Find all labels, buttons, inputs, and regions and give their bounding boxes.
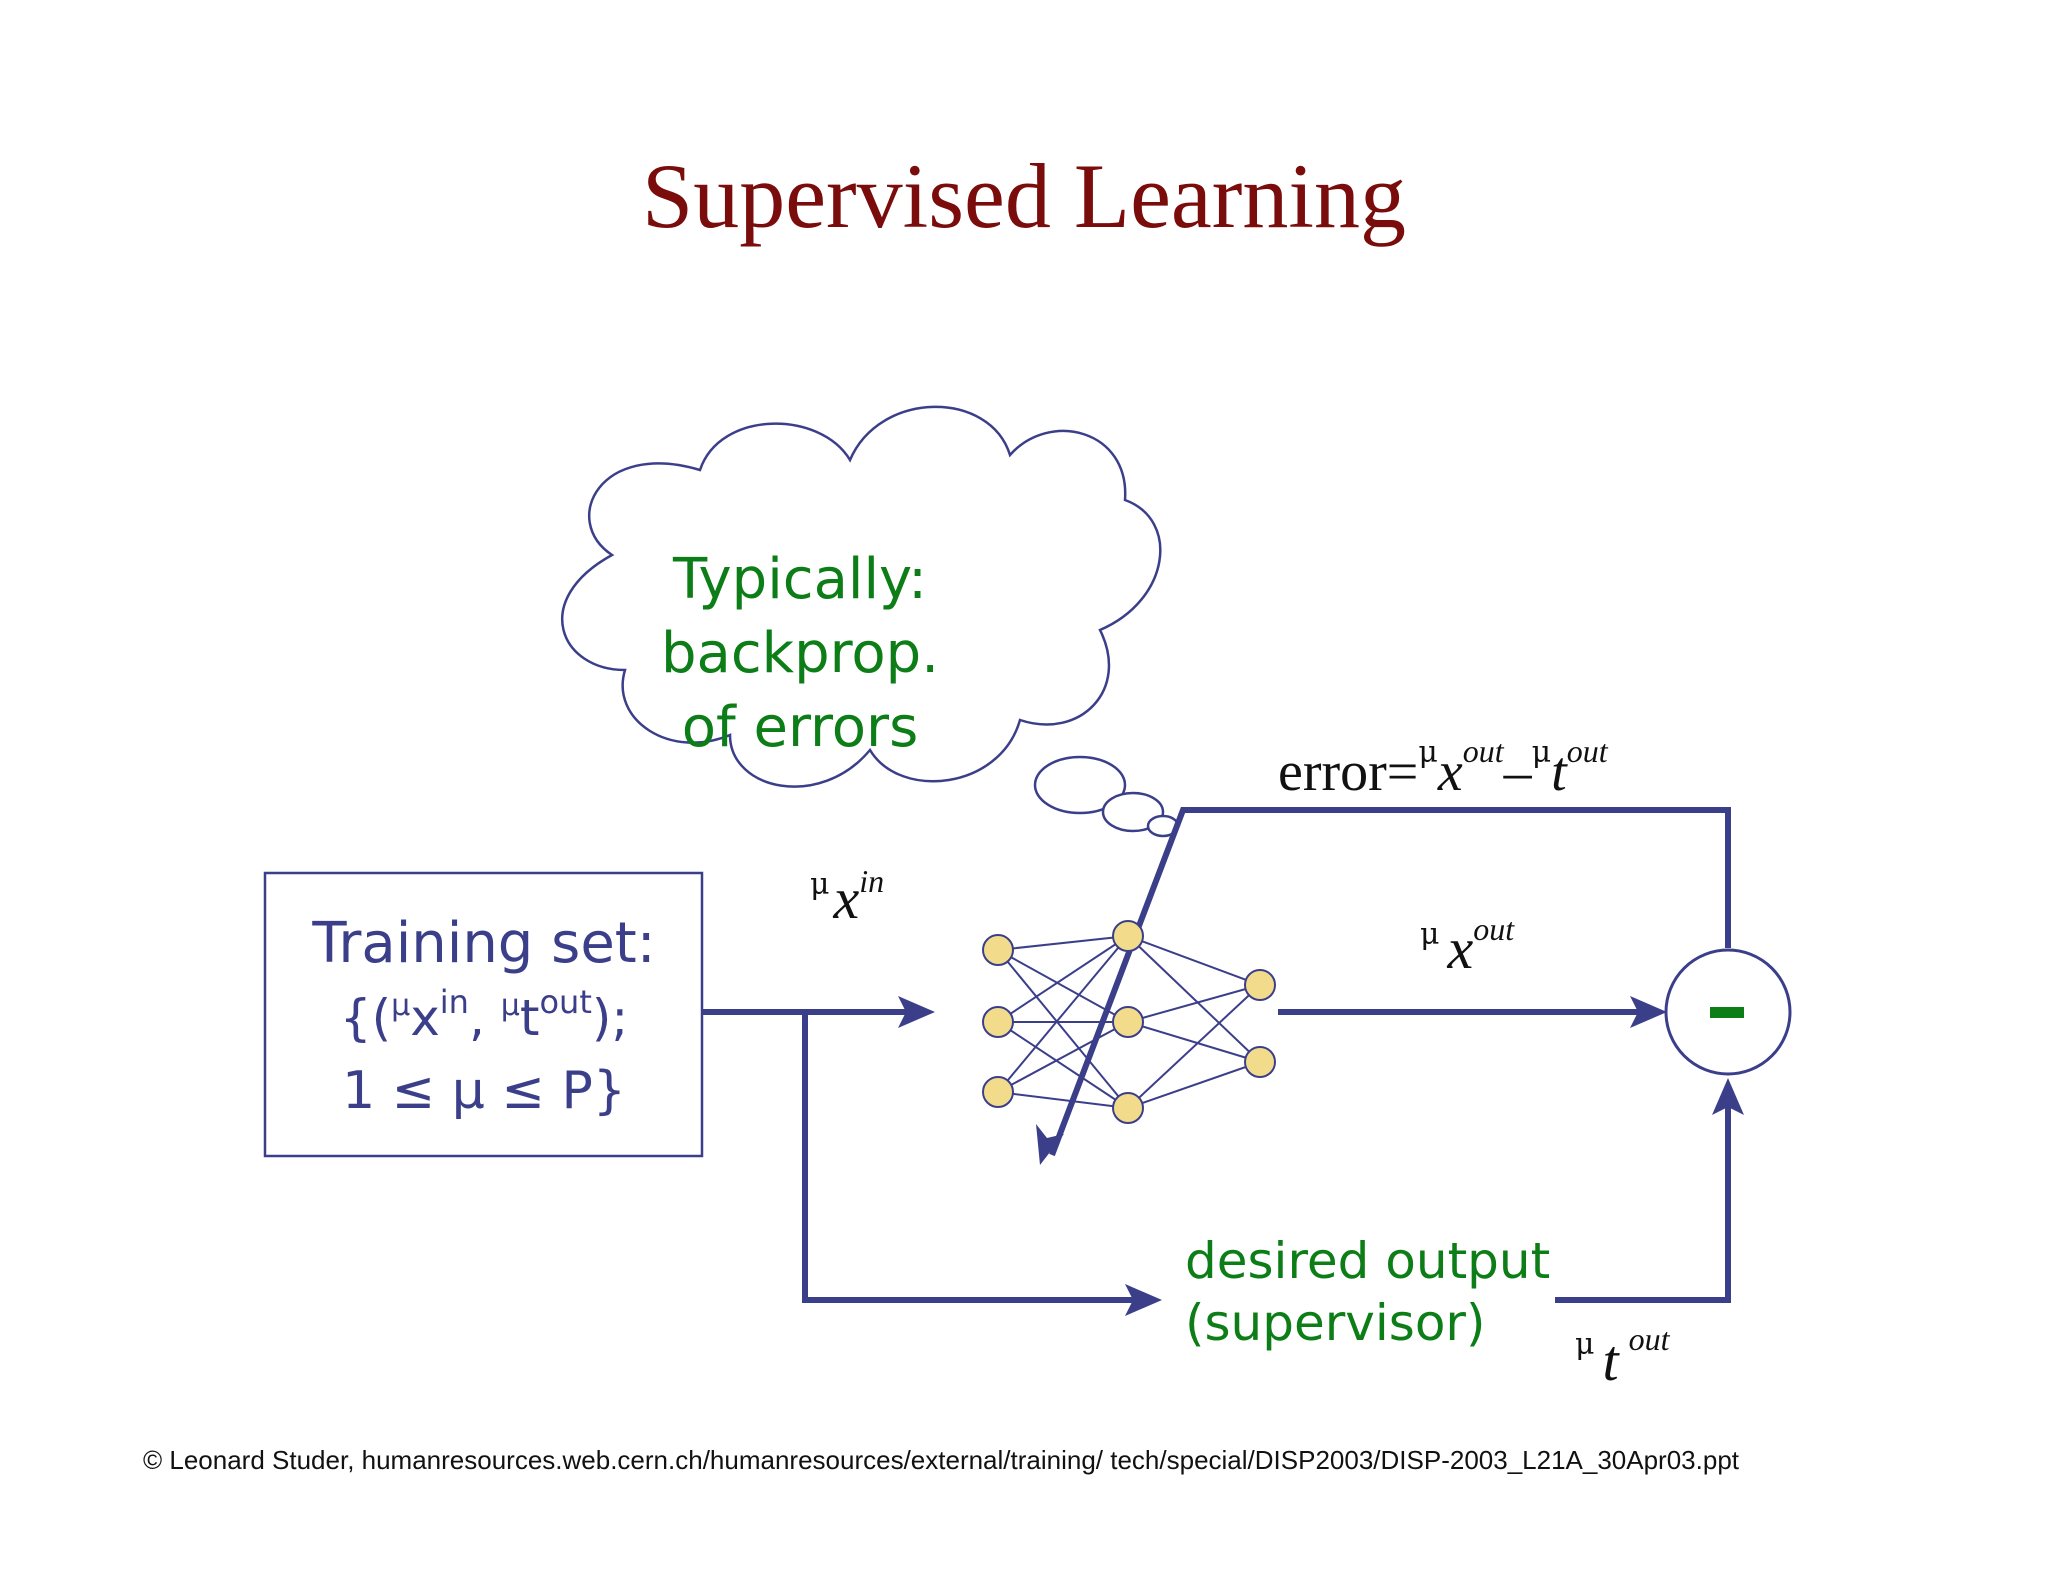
network-edge	[997, 935, 1129, 1093]
training-set-tuple: {(μxin, μtout);	[340, 983, 628, 1047]
error-feedback-path	[1049, 807, 1731, 1157]
error-var1: x	[1437, 741, 1463, 803]
tuple-t: t	[520, 989, 540, 1047]
network-edge	[1127, 984, 1261, 1023]
tuple-t-sup: out	[539, 983, 591, 1021]
output-arrowhead	[1630, 996, 1667, 1028]
desired-output-line-2: (supervisor)	[1185, 1294, 1486, 1352]
network-edge	[1127, 984, 1261, 1109]
network-edge	[997, 935, 1129, 1023]
network-node	[1112, 1092, 1144, 1124]
training-set-frame	[263, 871, 704, 1158]
label-x-in: μxin	[810, 863, 884, 931]
x-out-mu: μ	[1420, 917, 1440, 952]
network-edge	[997, 1021, 1129, 1093]
network-edge	[1127, 935, 1261, 1063]
slide-title: Supervised Learning	[642, 145, 1406, 247]
tuple-mu-t: μ	[501, 988, 520, 1023]
error-mu1: μ	[1418, 735, 1438, 770]
error-mu2: μ	[1532, 735, 1552, 770]
t-out-sup: out	[1629, 1321, 1671, 1357]
desired-output-line-1: desired output	[1185, 1232, 1550, 1290]
network-edge	[997, 935, 1129, 951]
tuple-open: {(	[340, 989, 391, 1047]
thought-cloud: Typically: backprop. of errors	[560, 405, 1180, 838]
network-edge	[997, 949, 1129, 1109]
supervisor-arrowhead	[1125, 1284, 1162, 1316]
target-arrowhead	[1712, 1078, 1744, 1115]
network-edge	[1127, 1061, 1261, 1109]
footer-credit: © Leonard Studer, humanresources.web.cer…	[143, 1445, 1740, 1475]
cloud-text-line-1: Typically:	[672, 547, 927, 612]
cloud-text-line-2: backprop.	[661, 621, 939, 686]
network-nodes	[982, 920, 1276, 1124]
input-arrowhead	[898, 996, 935, 1028]
network-node	[982, 934, 1014, 966]
error-prefix: error=	[1278, 741, 1418, 803]
training-set-range: 1 ≤ μ ≤ P}	[342, 1061, 626, 1121]
arrowheads	[898, 996, 1744, 1316]
cloud-shape	[560, 405, 1162, 788]
error-minus: –	[1503, 741, 1533, 803]
error-sup1: out	[1463, 733, 1505, 769]
x-out-var: x	[1447, 916, 1474, 981]
error-formula: error=μxout–μtout	[1278, 733, 1609, 803]
network-node	[982, 1006, 1014, 1038]
supervisor-path	[802, 1012, 1150, 1303]
network-node	[1112, 920, 1144, 952]
training-set-box: Training set: {(μxin, μtout); 1 ≤ μ ≤ P}	[263, 871, 704, 1158]
x-in-var: x	[833, 866, 860, 931]
tuple-x-sup: in	[440, 983, 469, 1021]
t-out-mu: μ	[1575, 1327, 1595, 1362]
network-node	[982, 1076, 1014, 1108]
training-set-title: Training set:	[311, 911, 655, 976]
network-node	[1244, 969, 1276, 1001]
network-edge	[997, 949, 1129, 1023]
thought-bubble-medium	[1101, 791, 1165, 833]
network-edge	[1127, 1021, 1261, 1063]
cloud-text-line-3: of errors	[682, 695, 919, 760]
network-edge	[1127, 935, 1261, 986]
network-edge	[997, 1091, 1129, 1109]
tuple-x: x	[410, 989, 440, 1047]
network-edge	[997, 1021, 1129, 1109]
comparator	[1664, 948, 1792, 1076]
t-out-var: t	[1603, 1328, 1621, 1393]
thought-bubble-large	[1033, 755, 1127, 815]
network-edges	[997, 935, 1261, 1109]
tuple-close: );	[592, 989, 628, 1047]
tuple-comma: ,	[469, 989, 501, 1047]
x-in-mu: μ	[810, 867, 830, 902]
x-out-sup: out	[1473, 911, 1515, 947]
error-var2: t	[1551, 741, 1568, 803]
connections	[702, 807, 1731, 1303]
tuple-mu-x: μ	[391, 988, 410, 1023]
error-sup2: out	[1567, 733, 1609, 769]
error-arrowhead	[1036, 1124, 1064, 1165]
comparator-minus	[1710, 1007, 1744, 1018]
network-node	[1244, 1046, 1276, 1078]
network-node	[1112, 1006, 1144, 1038]
target-path	[1555, 1090, 1731, 1303]
x-in-sup: in	[859, 863, 884, 899]
